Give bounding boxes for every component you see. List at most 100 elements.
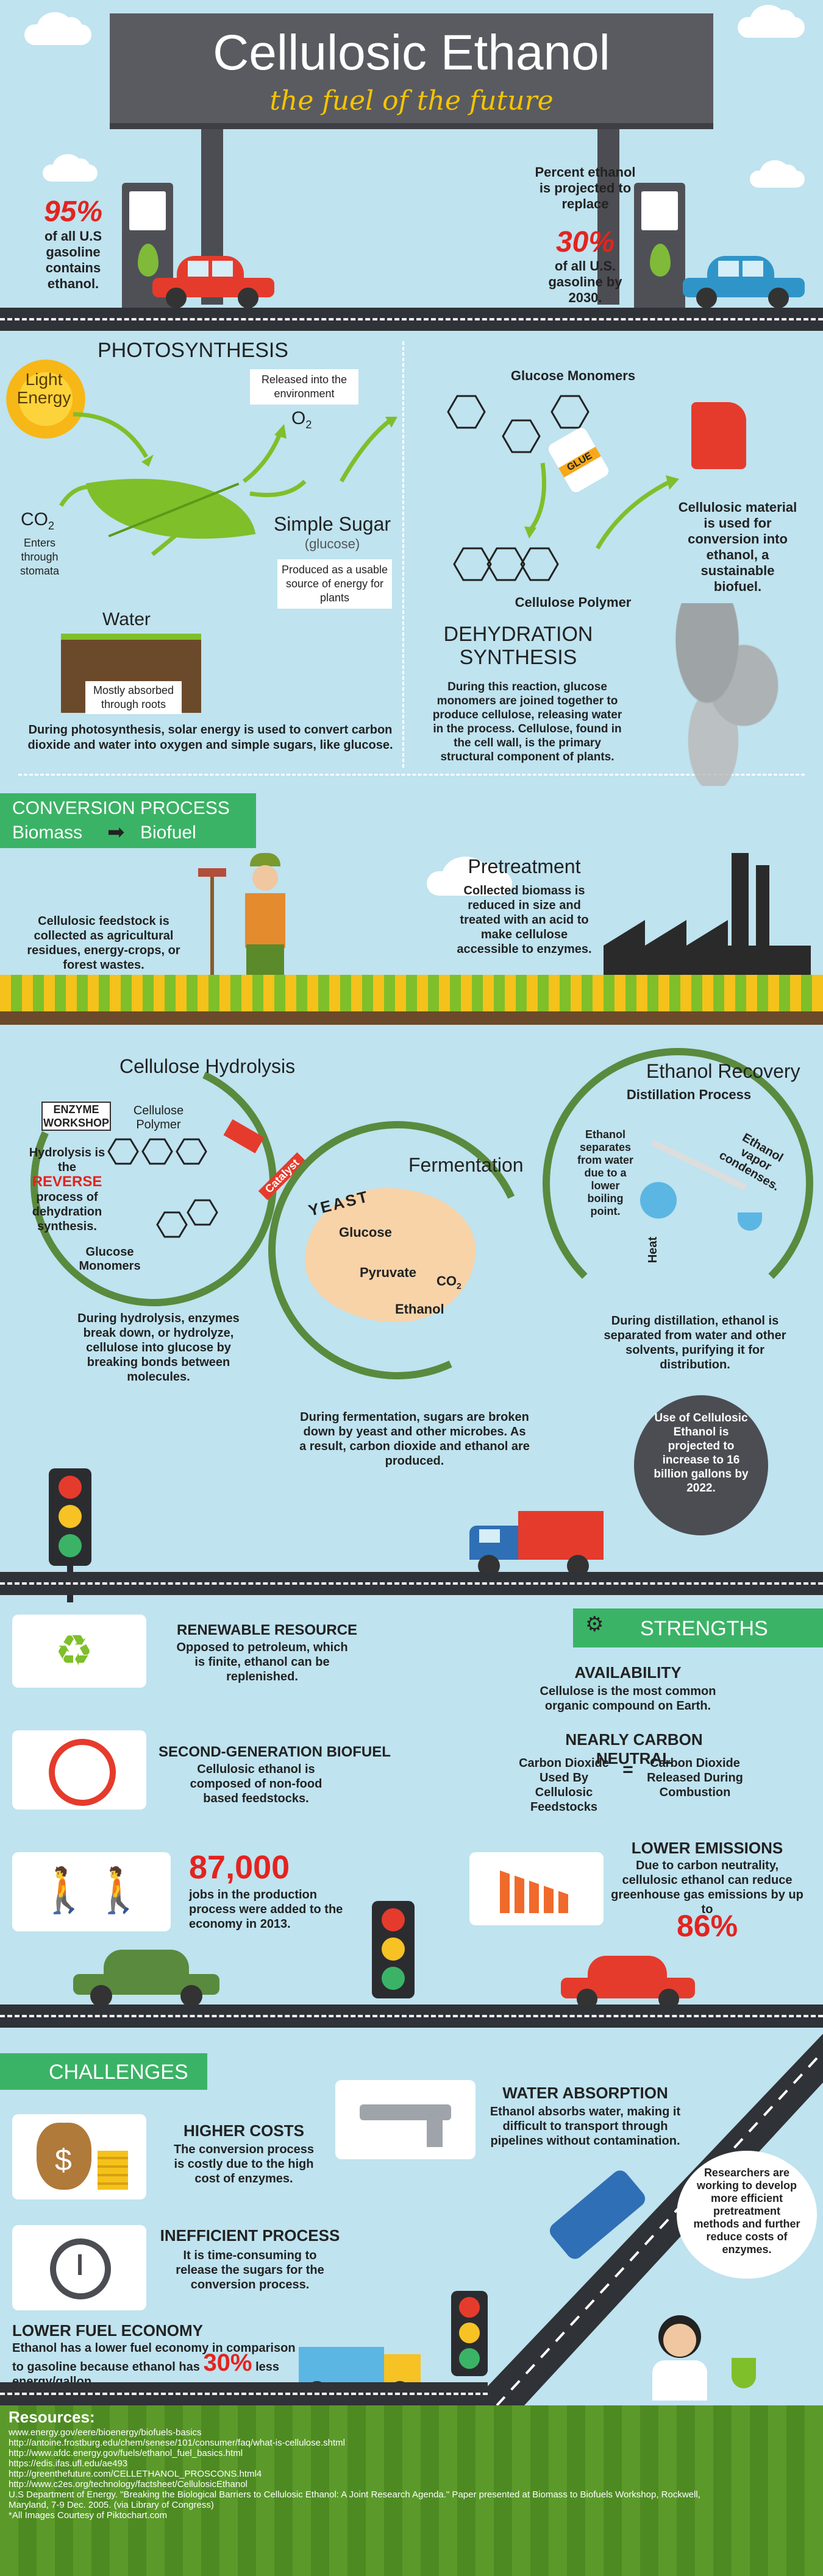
second-gen-desc: Cellulosic ethanol is composed of non-fo…: [190, 1763, 322, 1805]
co2-label: CO2: [21, 511, 54, 535]
sugar-note: Produced as a usable source of energy fo…: [277, 559, 392, 609]
ferm-ethanol-label: Ethanol: [395, 1301, 444, 1317]
polymer-label: Cellulose Polymer: [515, 595, 632, 610]
hydrolysis-polymer: Cellulose Polymer: [133, 1104, 184, 1131]
workshop-sign: ENZYME WORKSHOP: [41, 1102, 111, 1131]
strengths-title: STRENGTHS: [640, 1617, 768, 1640]
recycle-glyph: ♻: [55, 1627, 93, 1674]
truck-icon: [469, 1511, 604, 1578]
smoke: [658, 603, 780, 786]
photosynthesis-desc: During photosynthesis, solar energy is u…: [27, 723, 393, 752]
co2-note: Enters through stomata: [20, 537, 60, 577]
divider: [18, 774, 805, 776]
road: [0, 2005, 823, 2028]
hydrolysis-title: Cellulose Hydrolysis: [119, 1055, 296, 1077]
inefficient-desc: It is time-consuming to release the suga…: [176, 2249, 324, 2291]
economy-desc: Ethanol has a lower fuel economy in comp…: [12, 2341, 299, 2389]
co2-sub: 2: [48, 520, 55, 532]
right-stat-pre: Percent ethanol is projected to replace: [535, 165, 636, 211]
main-subtitle: the fuel of the future: [269, 85, 554, 116]
sugar-sub: (glucose): [304, 536, 360, 551]
test-tube-icon: [732, 2358, 756, 2388]
road: [0, 1572, 823, 1595]
recovery-process: Distillation Process: [626, 1087, 752, 1102]
costs-title: HIGHER COSTS: [183, 2121, 304, 2140]
carbon-right: Carbon Dioxide Released During Combustio…: [647, 1757, 743, 1799]
recycle-icon: ♻: [12, 1615, 146, 1688]
cloud: [427, 857, 512, 896]
cloud: [750, 160, 805, 188]
hydrolysis-def: Hydrolysis is the REVERSE process of deh…: [24, 1145, 110, 1234]
challenges-banner: CHALLENGES: [0, 2053, 207, 2090]
recovery-ethanol-note: Ethanol separates from water due to a lo…: [577, 1128, 634, 1217]
hydrolysis-desc: During hydrolysis, enzymes break down, o…: [77, 1312, 240, 1384]
strengths-banner: ⚙ STRENGTHS: [573, 1608, 823, 1647]
ground: [0, 1011, 823, 1025]
glucose-label: Glucose: [339, 1225, 392, 1240]
def-pre: Hydrolysis is the: [29, 1146, 105, 1174]
recovery-desc: During distillation, ethanol is separate…: [604, 1314, 786, 1371]
emissions-value: 86%: [676, 1909, 738, 1943]
research-bubble: [677, 2151, 817, 2279]
cloud: [24, 12, 91, 45]
dollar-glyph: $: [55, 2143, 72, 2177]
monomers-label: Glucose Monomers: [510, 368, 636, 383]
o2-sub: 2: [305, 419, 312, 431]
resource-line: *All Images Courtesy of Piktochart.com: [9, 2510, 168, 2521]
traffic-light: [49, 1468, 91, 1566]
blue-car: [683, 256, 805, 308]
workers-icon: 🚶🚶: [12, 1852, 171, 1931]
photosynthesis-arrows: [59, 412, 397, 556]
traffic-light: [451, 2291, 488, 2376]
traffic-light: [372, 1901, 415, 1998]
cloud: [43, 154, 98, 182]
glue-label: GLUE: [558, 447, 601, 478]
green-car: [73, 1950, 219, 2007]
hydrolysis-monomers: Glucose Monomers: [79, 1245, 141, 1273]
material-note: Cellulosic material is used for conversi…: [678, 500, 797, 594]
economy-value: 30%: [203, 2349, 252, 2376]
resources-list: www.energy.gov/eere/bioenergy/biofuels-b…: [9, 2427, 740, 2521]
conversion-to: Biofuel: [140, 823, 196, 843]
gas-can-icon: [691, 402, 746, 469]
rake-head-icon: [198, 868, 226, 877]
resource-line: U.S Department of Energy. "Breaking the …: [9, 2489, 700, 2510]
economy-pre: Ethanol has a lower fuel economy in comp…: [12, 2341, 296, 2374]
water-desc: Ethanol absorbs water, making it difficu…: [490, 2105, 681, 2148]
def-post: process of dehydration synthesis.: [32, 1191, 102, 1233]
ferm-co2-label: CO2: [436, 1273, 461, 1290]
chart-down-icon: [469, 1852, 604, 1925]
arrow-right-icon: ➡: [107, 821, 125, 844]
faucet-icon: [335, 2080, 476, 2159]
diagonal-road: [469, 2034, 823, 2405]
conversion-title: CONVERSION PROCESS: [12, 798, 230, 818]
conversion-banner: CONVERSION PROCESS Biomass ➡ Biofuel: [0, 793, 256, 848]
red-car: [152, 256, 274, 308]
money-bag-icon: $: [12, 2114, 146, 2199]
people-glyph: 🚶🚶: [37, 1866, 146, 1915]
right-stat-post: of all U.S. gasoline by 2030.: [548, 258, 622, 305]
hydrolysis-hexagons: [107, 1138, 218, 1238]
resources-title: Resources:: [9, 2408, 95, 2426]
carbon-title: NEARLY CARBON NEUTRAL: [565, 1730, 703, 1767]
gas-pump: [122, 183, 173, 311]
field: [0, 975, 823, 1017]
water-title: WATER ABSORPTION: [502, 2084, 668, 2102]
main-title: Cellulosic Ethanol: [213, 25, 610, 80]
availability-desc: Cellulose is the most common organic com…: [540, 1685, 716, 1713]
fermentation-title: Fermentation: [408, 1154, 524, 1176]
rake-icon: [210, 871, 214, 993]
light-energy-label: Light Energy: [16, 370, 71, 407]
hexagon-chain: [447, 395, 679, 581]
flask-icon: [640, 1182, 677, 1219]
divider: [402, 341, 404, 768]
resource-line: https://edis.ifas.ufl.edu/ae493: [9, 2458, 128, 2469]
ferm-co2-text: CO: [436, 1273, 457, 1289]
availability-title: AVAILABILITY: [574, 1663, 682, 1682]
recovery-title: Ethanol Recovery: [646, 1060, 800, 1082]
second-gen-title: SECOND-GENERATION BIOFUEL: [159, 1744, 391, 1760]
left-stat-value: 95%: [43, 196, 103, 228]
water-label: Water: [102, 609, 151, 629]
resource-line: http://greenthefuture.com/CELLETHANOL_PR…: [9, 2469, 262, 2479]
road: [0, 2382, 488, 2405]
